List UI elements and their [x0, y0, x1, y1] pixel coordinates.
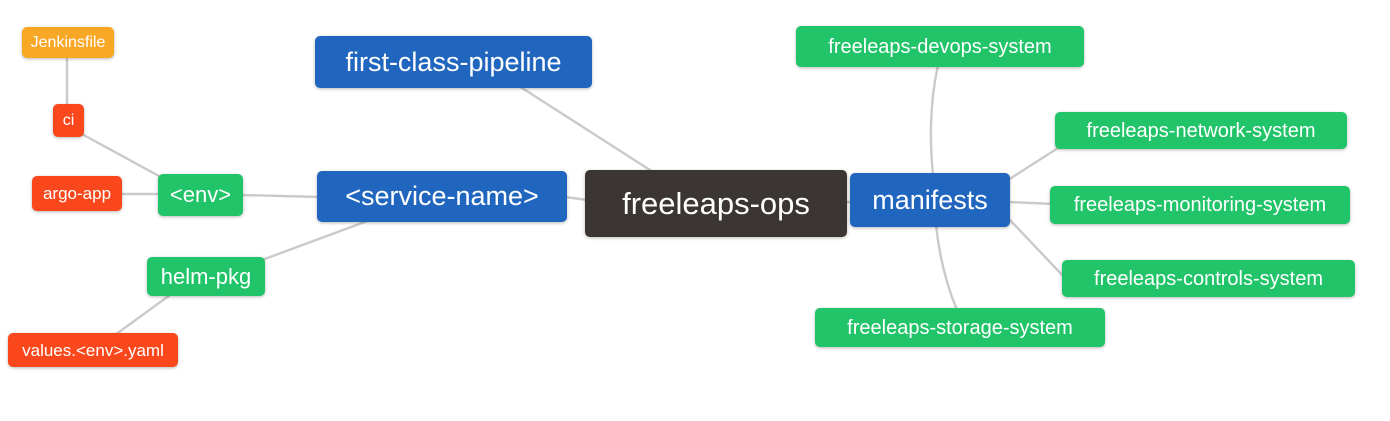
node-service-name[interactable]: <service-name>	[317, 171, 567, 222]
edge-manifests-monitoring	[1006, 200, 1057, 206]
node-freeleaps-ops-root[interactable]: freeleaps-ops	[585, 170, 847, 237]
node-first-class-pipeline[interactable]: first-class-pipeline	[315, 36, 592, 88]
node-freeleaps-monitoring-system[interactable]: freeleaps-monitoring-system	[1050, 186, 1350, 224]
node-freeleaps-network-system[interactable]: freeleaps-network-system	[1055, 112, 1347, 149]
node-freeleaps-storage-system[interactable]: freeleaps-storage-system	[815, 308, 1105, 347]
node-manifests[interactable]: manifests	[850, 173, 1010, 227]
edge-manifests-network	[1006, 146, 1060, 182]
node-ci[interactable]: ci	[53, 104, 84, 137]
edge-manifests-controls	[1008, 218, 1067, 280]
node-freeleaps-devops-system[interactable]: freeleaps-devops-system	[796, 26, 1084, 67]
edge-manifests-storage	[934, 223, 959, 312]
edge-helm-pkg-service-name	[260, 218, 372, 262]
edge-values-helm-pkg	[113, 293, 172, 337]
node-freeleaps-controls-system[interactable]: freeleaps-controls-system	[1062, 260, 1355, 297]
edge-env-service-name	[238, 193, 322, 199]
edge-ci-env	[78, 131, 172, 184]
edge-manifests-devops	[929, 63, 940, 177]
edge-pipeline-root	[517, 84, 655, 174]
node-jenkinsfile[interactable]: Jenkinsfile	[22, 27, 114, 58]
edge-service-name-root	[563, 195, 590, 202]
node-helm-pkg[interactable]: helm-pkg	[147, 257, 265, 296]
node-env[interactable]: <env>	[158, 174, 243, 216]
node-values-env-yaml[interactable]: values.<env>.yaml	[8, 333, 178, 367]
node-argo-app[interactable]: argo-app	[32, 176, 122, 211]
